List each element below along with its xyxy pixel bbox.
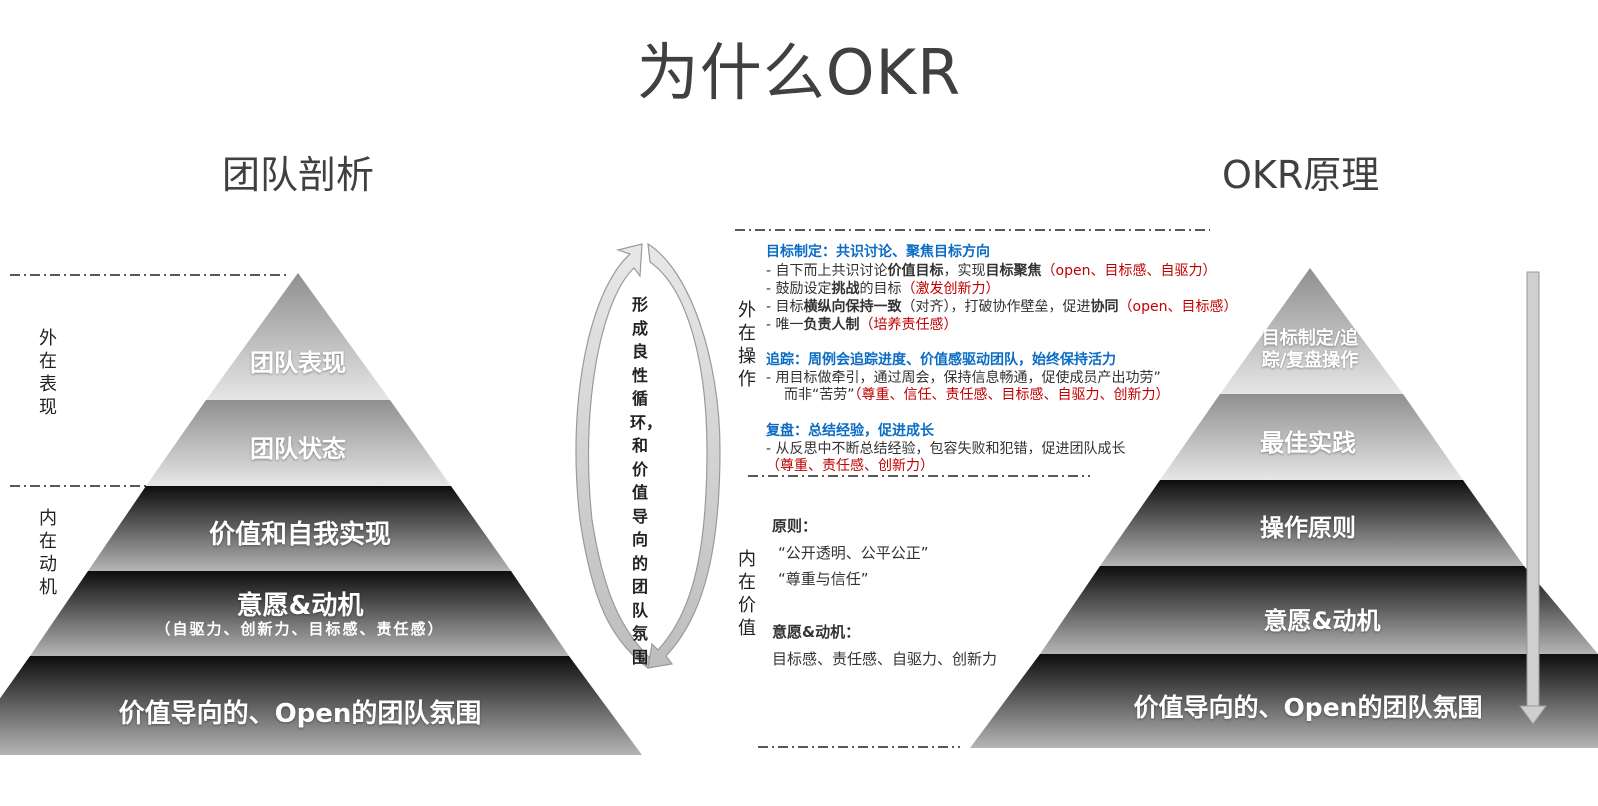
left-layer-4-shape [30, 571, 569, 656]
review-line-1: - 从反思中不断总结经验，包容失败和犯错，促进团队成长 [766, 441, 1126, 457]
goal-line-1: - 自下而上共识讨论价值目标，实现目标聚焦（open、目标感、自驱力） [766, 262, 1216, 280]
goal-heading: 目标制定：共识讨论、聚焦目标方向 [766, 244, 990, 260]
goal-l2-bold: 挑战 [831, 281, 860, 297]
right-layer-3-shape [1100, 480, 1524, 566]
track-line-1: - 用目标做牵引，通过周会，保持信息畅通，促使成员产出功劳” [766, 370, 1161, 386]
review-heading: 复盘：总结经验，促进成长 [766, 423, 934, 439]
down-arrow-icon [1519, 271, 1547, 725]
goal-l1-text: - 自下而上共识讨论 [766, 263, 888, 279]
right-layer-2-label: 最佳实践 [1260, 429, 1356, 457]
goal-line-4: - 唯一负责人制（培养责任感） [766, 316, 958, 334]
right-layer-4-shape [1040, 566, 1598, 654]
right-pyramid [970, 268, 1598, 748]
review-line-2: （尊重、责任感、创新力） [766, 458, 934, 474]
principle-item-2: “尊重与信任” [778, 570, 869, 588]
goal-l4-red: （培养责任感） [859, 317, 958, 333]
left-layer-1-label: 团队表现 [250, 349, 346, 377]
track-heading: 追踪：周例会追踪进度、价值感驱动团队，始终保持活力 [766, 352, 1116, 368]
left-section-title: 团队剖析 [222, 153, 375, 197]
left-layer-1-shape [206, 273, 390, 400]
goal-l3-bold2: 协同 [1090, 299, 1119, 315]
goal-l1-red: （open、目标感、自驱力） [1041, 263, 1217, 279]
right-side-label-inner: 内在价值 [738, 549, 756, 639]
goal-l2-red: （激发创新力） [901, 281, 1000, 297]
left-side-label-outer: 外在表现 [39, 328, 57, 418]
right-layer-1-label: 目标制定/追踪/复盘操作 [1261, 328, 1359, 371]
main-title: 为什么OKR [636, 36, 962, 109]
right-section-title: OKR原理 [1222, 153, 1380, 197]
goal-l4-text: - 唯一 [766, 317, 804, 333]
left-layer-2-label: 团队状态 [250, 435, 346, 463]
principle-item-1: “公开透明、公平公正” [778, 544, 929, 562]
goal-l3-red: （open、目标感） [1118, 299, 1238, 315]
divider-lines [10, 229, 1210, 748]
goal-l1-bold: 价值目标 [887, 263, 944, 279]
goal-l3-bold: 横纵向保持一致 [803, 299, 902, 315]
left-side-label-inner: 内在动机 [39, 508, 57, 598]
left-layer-4-sub: （自驱力、创新力、目标感、责任感） [155, 620, 445, 638]
will-heading: 意愿&动机： [772, 623, 861, 641]
goal-l3-text: - 目标 [766, 299, 804, 315]
right-layer-3-label: 操作原则 [1260, 514, 1356, 542]
goal-l3-text2: （对齐），打破协作壁垒，促进 [901, 299, 1091, 315]
left-pyramid [0, 273, 642, 755]
goal-l1-bold2: 目标聚焦 [985, 263, 1042, 279]
cycle-arrows-icon [575, 242, 721, 669]
goal-l4-bold: 负责人制 [803, 317, 860, 333]
right-layer-5-shape [970, 654, 1598, 748]
left-layer-5-shape [0, 656, 642, 755]
right-layer-2-shape [1160, 394, 1463, 480]
goal-l2-text: - 鼓励设定 [766, 281, 832, 297]
left-layer-5-label: 价值导向的、Open的团队氛围 [118, 699, 482, 729]
left-layer-4-label: 意愿&动机 [236, 591, 364, 621]
left-layer-2-shape [146, 400, 451, 486]
right-layer-5-label: 价值导向的、Open的团队氛围 [1133, 693, 1483, 722]
goal-l1-text2: ，实现 [943, 263, 986, 279]
track-line-2: 而非“苦劳”（尊重、信任、责任感、目标感、自驱力、创新力） [784, 386, 1170, 404]
goal-l2-text2: 的目标 [859, 281, 902, 297]
goal-line-2: - 鼓励设定挑战的目标（激发创新力） [766, 280, 1000, 298]
will-text: 目标感、责任感、自驱力、创新力 [772, 650, 998, 668]
right-layer-4-label: 意愿&动机 [1263, 607, 1381, 635]
principle-heading: 原则： [772, 517, 818, 535]
left-layer-3-label: 价值和自我实现 [208, 520, 391, 550]
right-layer-1-shape [1220, 268, 1403, 394]
left-layer-3-shape [88, 486, 511, 571]
track-l2-text: 而非“苦劳” [784, 387, 855, 403]
right-side-label-outer: 外在操作 [738, 300, 756, 390]
track-l2-red: （尊重、信任、责任感、目标感、自驱力、创新力） [854, 387, 1170, 403]
goal-line-3: - 目标横纵向保持一致（对齐），打破协作壁垒，促进协同（open、目标感） [766, 298, 1237, 316]
cycle-text: 形成良性循环，和价值导向的团队氛围 [630, 295, 663, 667]
